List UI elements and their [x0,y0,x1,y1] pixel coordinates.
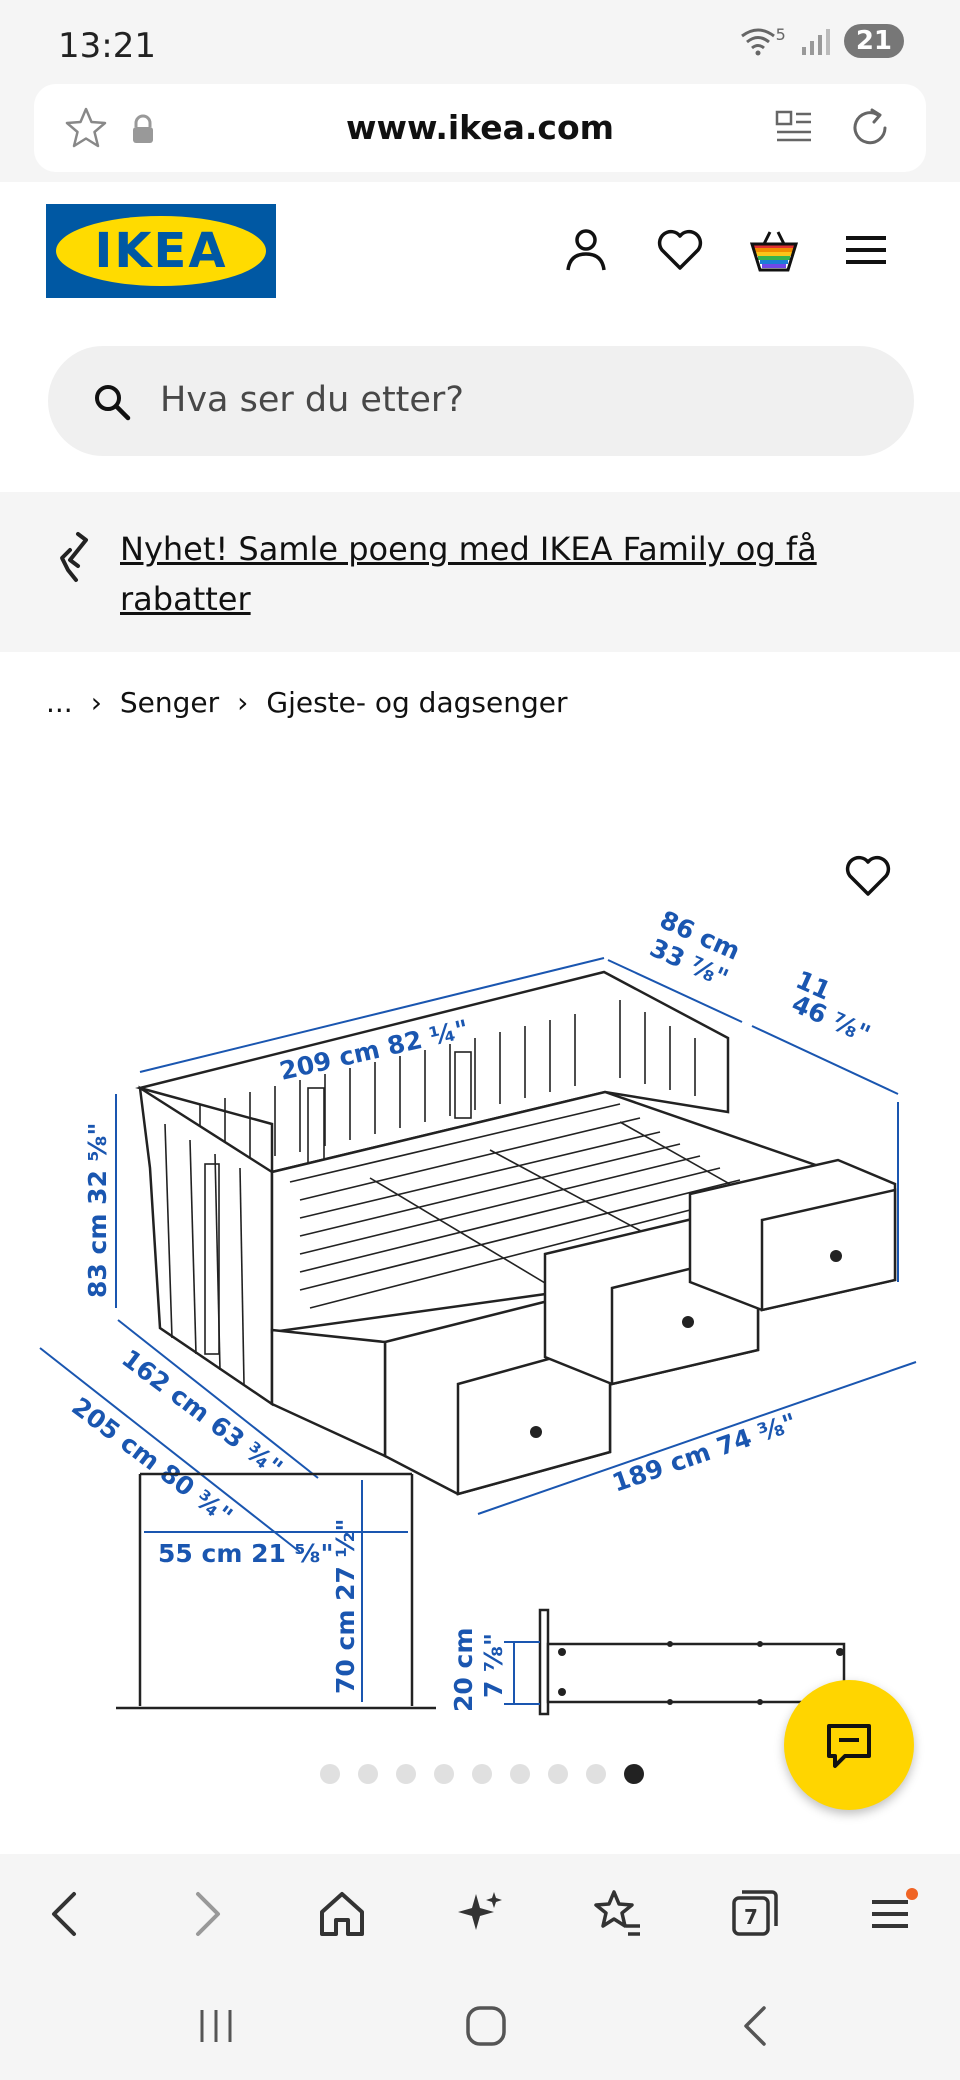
search-icon [95,385,131,421]
carousel-dot[interactable] [434,1764,454,1784]
breadcrumb-item: Gjeste- og dagsenger [266,686,568,719]
wifi-icon [740,28,775,56]
shopping-bag-icon[interactable] [748,224,800,276]
add-to-favorites-heart-icon[interactable] [842,850,894,902]
breadcrumb-separator-icon: › [90,686,102,719]
signal-icon [801,29,830,55]
url-bar[interactable]: www.ikea.com [34,84,926,172]
status-icons: 5 21 [740,24,904,58]
chat-button[interactable] [784,1680,914,1810]
breadcrumb-item[interactable]: ... [46,686,73,719]
breadcrumb: ... › Senger › Gjeste- og dagsenger [46,686,567,719]
site-header: IKEA Hva ser du etter? [0,182,960,492]
dimension-front-length: 189 cm 74 ⅜" [609,1407,801,1497]
search-placeholder: Hva ser du etter? [160,380,464,420]
back-nav-icon[interactable] [736,2004,776,2048]
product-image[interactable]: 209 cm 82 ¼" 86 cm 33 ⅞" 11 46 ⅞" 83 cm … [0,772,960,1772]
home-nav-icon[interactable] [464,2004,508,2048]
dimension-side-right-2: 46 ⅞" [788,989,875,1049]
bed-drawing [135,970,897,1496]
battery-badge: 21 [843,24,904,58]
carousel-dot[interactable] [396,1764,416,1784]
account-icon[interactable] [560,224,612,276]
reload-icon[interactable] [848,106,892,150]
recent-apps-icon[interactable] [196,2006,236,2046]
status-time: 13:21 [58,26,156,66]
reader-mode-icon[interactable] [774,108,814,148]
search-input[interactable]: Hva ser du etter? [48,346,914,456]
back-arrow-icon[interactable] [38,1886,94,1942]
lock-icon [133,114,153,143]
dimension-height: 83 cm 32 ⅝" [83,1123,112,1298]
dimension-drawer-depth: 55 cm 21 ⅝" [158,1539,333,1568]
ai-sparkle-icon[interactable] [452,1886,508,1942]
breadcrumb-separator-icon: › [237,686,249,719]
dimension-lines [39,957,917,1553]
browser-menu-icon[interactable] [862,1886,918,1942]
carousel-dot[interactable] [624,1764,644,1784]
dimension-drawer-height: 70 cm 27 ½" [331,1519,360,1694]
dimension-drawer-side-2: 7 ⅞" [479,1633,508,1698]
carousel-dot[interactable] [320,1764,340,1784]
system-nav-bar [0,1968,960,2080]
tabs-icon[interactable]: 7 [726,1886,782,1942]
url-text[interactable]: www.ikea.com [345,108,615,147]
carousel-dot[interactable] [358,1764,378,1784]
carousel-dots [320,1764,644,1784]
main-content: ... › Senger › Gjeste- og dagsenger [0,652,960,1854]
bookmarks-star-icon[interactable] [590,1886,646,1942]
breadcrumb-item[interactable]: Senger [119,686,220,719]
ikea-logo[interactable]: IKEA [46,204,276,298]
home-icon[interactable] [314,1886,370,1942]
browser-toolbar: 7 [0,1856,960,1968]
carousel-dot[interactable] [548,1764,568,1784]
bookmark-star-icon[interactable] [64,106,108,150]
link-icon [60,532,88,582]
carousel-dot[interactable] [586,1764,606,1784]
network-label: 5 [775,24,786,44]
favorites-heart-icon[interactable] [654,224,706,276]
drawer-diagram [116,1472,846,1716]
carousel-dot[interactable] [472,1764,492,1784]
logo-text: IKEA [94,223,228,279]
tabs-count: 7 [744,1905,758,1929]
promo-link[interactable]: Nyhet! Samle poeng med IKEA Family og få… [120,530,817,618]
dimension-drawer-side-1: 20 cm [449,1628,478,1712]
status-bar: 13:21 5 21 [0,0,960,80]
carousel-dot[interactable] [510,1764,530,1784]
forward-arrow-icon[interactable] [178,1886,234,1942]
chat-bubble-icon [827,1724,871,1768]
menu-icon[interactable] [840,224,892,276]
promo-banner[interactable]: Nyhet! Samle poeng med IKEA Family og få… [0,494,960,652]
